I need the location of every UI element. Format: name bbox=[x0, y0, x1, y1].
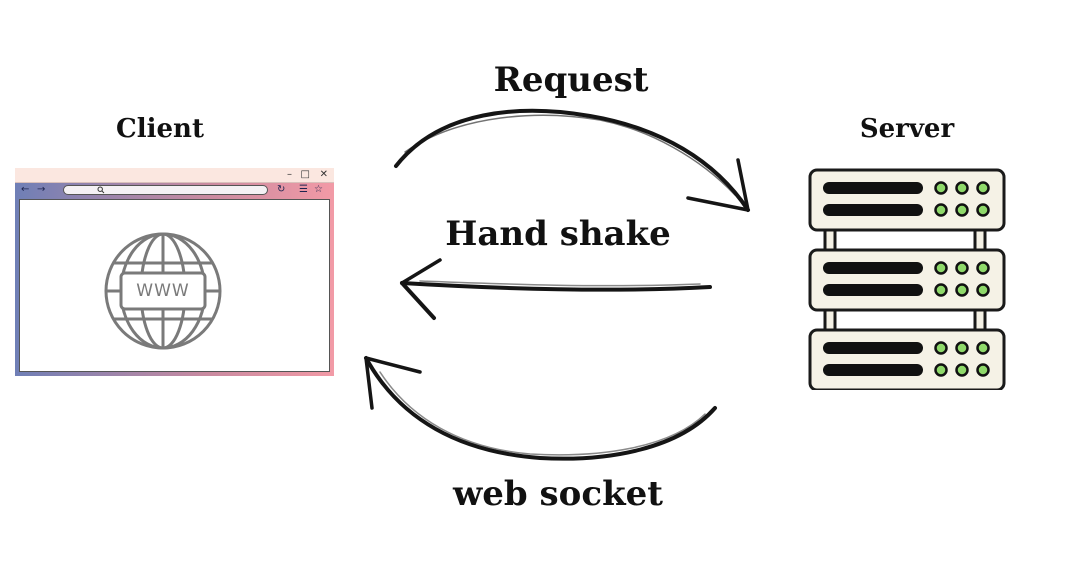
server-status-led bbox=[976, 341, 990, 355]
browser-titlebar: – □ ✕ bbox=[15, 168, 334, 183]
server-slot-bar bbox=[823, 284, 923, 296]
minimize-icon: – bbox=[287, 169, 292, 180]
server-status-led bbox=[976, 261, 990, 275]
websocket-label: web socket bbox=[453, 474, 663, 514]
server-status-led bbox=[976, 203, 990, 217]
server-unit bbox=[808, 328, 1006, 392]
browser-window-illustration: – □ ✕ ← → ↻ ☰ ☆ bbox=[15, 168, 334, 376]
server-status-led bbox=[934, 363, 948, 377]
server-unit bbox=[808, 168, 1006, 232]
request-label: Request bbox=[493, 60, 649, 100]
server-status-led bbox=[934, 181, 948, 195]
server-title: Server bbox=[859, 114, 955, 144]
menu-icon: ☰ bbox=[299, 184, 308, 195]
globe-icon: WWW bbox=[103, 231, 223, 351]
server-status-led bbox=[955, 181, 969, 195]
close-icon: ✕ bbox=[319, 169, 328, 180]
server-status-led bbox=[955, 261, 969, 275]
server-status-led bbox=[955, 283, 969, 297]
browser-toolbar: ← → ↻ ☰ ☆ bbox=[15, 182, 334, 198]
address-bar bbox=[63, 185, 268, 195]
server-status-led bbox=[934, 341, 948, 355]
back-arrow-icon: ← bbox=[21, 184, 30, 195]
server-status-led bbox=[934, 261, 948, 275]
server-status-led bbox=[934, 203, 948, 217]
server-slot-bar bbox=[823, 262, 923, 274]
server-status-led bbox=[934, 283, 948, 297]
server-rack-illustration bbox=[808, 168, 1006, 392]
www-label: WWW bbox=[136, 281, 190, 301]
maximize-icon: □ bbox=[300, 169, 310, 180]
server-status-led bbox=[976, 181, 990, 195]
server-status-led bbox=[955, 203, 969, 217]
server-status-led bbox=[976, 283, 990, 297]
search-icon bbox=[97, 186, 105, 194]
bookmark-star-icon: ☆ bbox=[314, 184, 323, 195]
server-status-led bbox=[955, 341, 969, 355]
server-slot-bar bbox=[823, 342, 923, 354]
websocket-arrow bbox=[364, 356, 717, 461]
handshake-arrow bbox=[400, 258, 712, 320]
server-unit bbox=[808, 248, 1006, 312]
server-slot-bar bbox=[823, 182, 923, 194]
handshake-label: Hand shake bbox=[445, 214, 671, 254]
request-arrow bbox=[394, 108, 750, 212]
browser-content: WWW bbox=[19, 199, 330, 372]
server-slot-bar bbox=[823, 204, 923, 216]
server-status-led bbox=[955, 363, 969, 377]
reload-icon: ↻ bbox=[277, 184, 286, 195]
server-slot-bar bbox=[823, 364, 923, 376]
client-title: Client bbox=[116, 114, 204, 144]
server-status-led bbox=[976, 363, 990, 377]
forward-arrow-icon: → bbox=[37, 184, 46, 195]
